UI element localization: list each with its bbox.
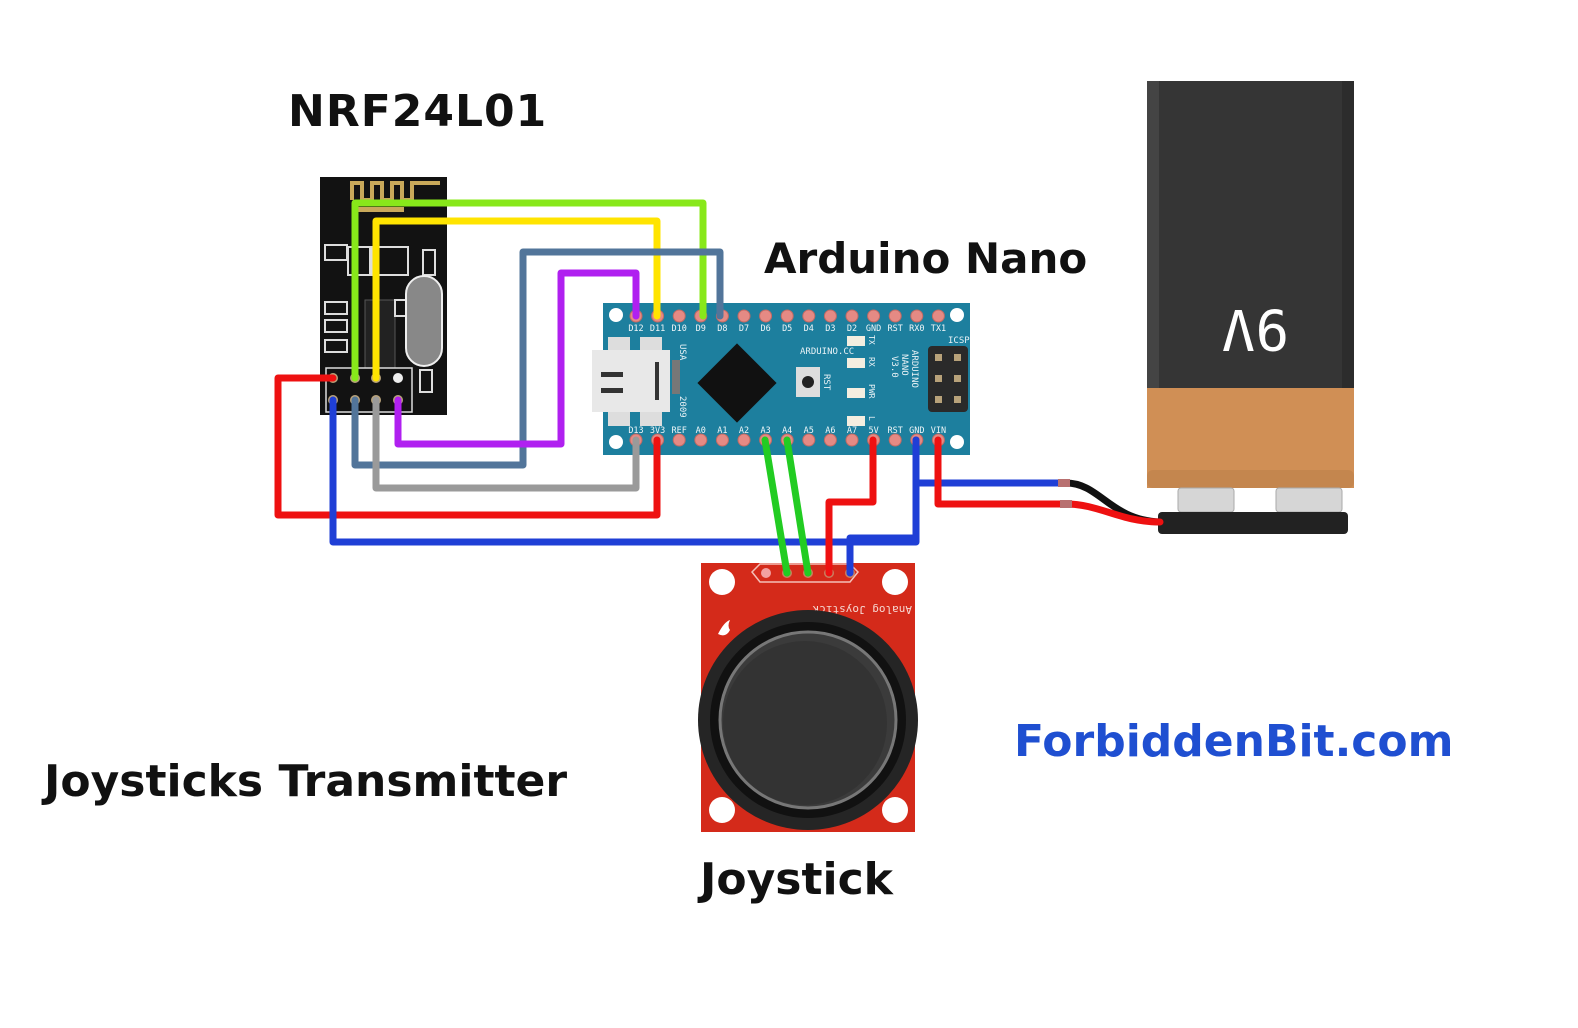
silkscreen-icsp: ICSP [948,336,970,346]
nano-bottom-pin-rst [888,433,902,447]
nano-bottom-pin-label: RST [888,426,903,436]
battery-voltage-label: 9V [1222,296,1289,361]
nano-top-pin-label: TX1 [931,324,946,334]
nano-bottom-pin-label: 3V3 [650,426,665,436]
status-leds [847,336,865,426]
silkscreen-usa: USA [677,344,687,361]
nano-bottom-pin-a6 [823,433,837,447]
battery-9v: 9V [1147,81,1354,534]
nano-top-pin-label: D4 [804,324,814,334]
wire-red-vcc-5v [825,436,877,577]
nano-bottom-pin-label: GND [909,426,924,436]
nano-bottom-pin-ref [672,433,686,447]
nano-top-pin-label: RX0 [909,324,924,334]
diagram-title: Joysticks Transmitter [44,756,568,807]
wires [274,199,1164,577]
nano-top-pin-label: D3 [825,324,835,334]
nano-top-pin-label: D5 [782,324,792,334]
nano-top-pin-label: D7 [739,324,749,334]
nrf24l01-module [320,177,447,415]
nano-top-pin-d10 [672,309,686,323]
nano-bottom-pin-a2 [737,433,751,447]
nano-top-pin-tx1 [931,309,945,323]
nano-bottom-pin-a7 [845,433,859,447]
silkscreen-model-1: ARDUINO [909,350,919,388]
nano-bottom-pin-label: A4 [782,426,792,436]
wire-slate-sck-d8 [351,248,724,469]
wire-sleeve [1058,479,1070,487]
led-label-rx: RX [867,357,876,367]
sparkfun-flame-icon [718,620,730,636]
nano-bottom-pin-label: A3 [760,426,770,436]
battery-snap-connector [1158,512,1348,534]
nano-bottom-pin-label: VIN [931,426,946,436]
wire-red-vcc-3v3 [274,374,661,519]
nano-top-pin-label: D11 [650,324,665,334]
nano-bottom-pin-label: A2 [739,426,749,436]
arduino-nano-board: ARDUINO.CC ICSP USA 2009 RST TX RX PWR L… [592,303,970,455]
nano-top-pin-d7 [737,309,751,323]
nano-top-pin-d4 [802,309,816,323]
nano-top-pin-label: GND [866,324,881,334]
nano-top-pin-label: D8 [717,324,727,334]
joystick-thumbstick[interactable] [698,610,918,830]
nano-bottom-pin-label: A6 [825,426,835,436]
website-link[interactable]: ForbiddenBit.com [1014,716,1454,767]
wire-green-vrx-a3 [761,436,791,577]
nano-bottom-pin-label: 5V [868,426,878,436]
wire-blue-gnd-joystick [846,436,920,577]
nano-top-pin-d5 [780,309,794,323]
nano-bottom-pin-a5 [802,433,816,447]
nano-bottom-pin-label: D13 [628,426,643,436]
usb-mini-connector [592,337,680,426]
nano-bottom-pin-header: D13 3V3 REF A0 A1 A2 A3 A4 A5 A6 A7 5V RST GND VIN [628,426,946,447]
nano-top-pin-d2 [845,309,859,323]
nano-top-pin-rx0 [910,309,924,323]
nano-bottom-pin-label: A1 [717,426,727,436]
nano-top-pin-rst [888,309,902,323]
nano-bottom-pin-label: A0 [696,426,706,436]
nano-top-pin-d6 [759,309,773,323]
wire-sleeve [1060,500,1072,508]
silkscreen-brand: ARDUINO.CC [800,347,854,357]
led-label-l: L [867,416,876,421]
led-label-pwr: PWR [867,384,876,399]
icsp-header [928,346,968,412]
nrf24l01-label: NRF24L01 [288,86,548,137]
wire-gray-mosi-d13 [372,396,640,492]
wire-yellow-csn-d11 [372,217,661,382]
wire-green-vry-a4 [783,436,812,577]
nano-top-pin-label: D9 [696,324,706,334]
reset-button[interactable] [796,367,820,397]
nano-top-pin-label: D12 [628,324,643,334]
nano-top-pin-d3 [823,309,837,323]
joystick-silkscreen: Analog Joystick [812,603,912,616]
nano-bottom-pin-a0 [694,433,708,447]
silkscreen-model-3: V3.0 [889,356,899,378]
wire-red-vin-battery [934,436,1070,508]
nano-bottom-pin-label: A5 [804,426,814,436]
nano-top-pin-label: D2 [847,324,857,334]
silkscreen-rst: RST [821,374,831,391]
nano-top-pin-label: D6 [760,324,770,334]
joystick-module: Analog Joystick [698,563,918,832]
silkscreen-year: 2009 [677,396,687,418]
nano-top-pin-gnd [867,309,881,323]
silkscreen-model-2: NANO [899,354,909,376]
nano-bottom-pin-a1 [715,433,729,447]
nano-bottom-pin-label: REF [672,426,687,436]
wire-purple-miso-d12 [394,269,640,448]
joystick-label: Joystick [700,854,893,905]
wire-lime-ce-d9 [351,199,707,382]
wire-red-battery-pos [1062,500,1164,526]
microcontroller-chip [697,343,777,423]
nano-top-pin-label: D10 [672,324,687,334]
nano-bottom-pin-label: A7 [847,426,857,436]
led-label-tx: TX [867,335,876,345]
nano-top-pin-label: RST [888,324,903,334]
arduino-nano-label: Arduino Nano [764,234,1088,283]
battery-terminals [1177,487,1343,513]
